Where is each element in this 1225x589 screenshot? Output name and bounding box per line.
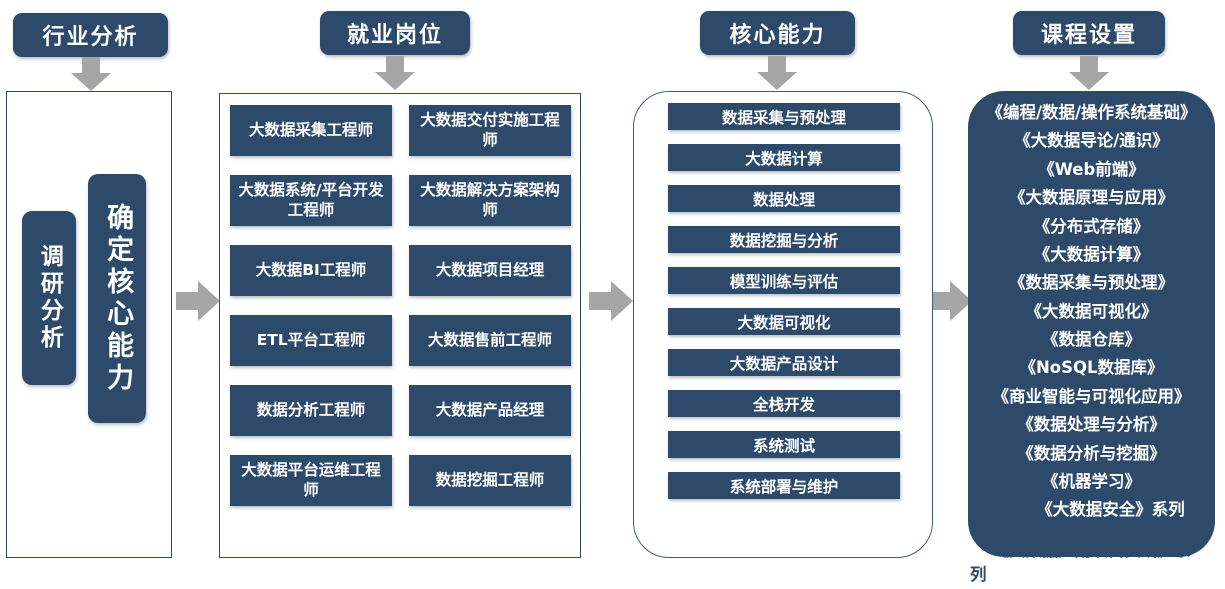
- course-item[interactable]: 《大数据安全》系列: [1036, 500, 1185, 520]
- arrow-down-icon: [71, 57, 111, 91]
- course-item[interactable]: 《数据分析与挖掘》: [1017, 443, 1166, 463]
- vertical-block-determine-core-ability[interactable]: 确定核心能力: [88, 174, 146, 423]
- arrow-right-icon: [589, 281, 633, 321]
- ability-bar[interactable]: 数据处理: [668, 185, 900, 212]
- course-item[interactable]: 《数据采集与预处理》: [1009, 273, 1174, 293]
- job-card[interactable]: 大数据售前工程师: [409, 315, 571, 366]
- header-pill-employment-positions[interactable]: 就业岗位: [320, 11, 470, 55]
- vertical-block-research-analysis[interactable]: 调研分析: [22, 211, 76, 385]
- ability-bar[interactable]: 数据挖掘与分析: [668, 226, 900, 253]
- flow-diagram-canvas: 行业分析 就业岗位 核心能力 课程设置 调研分析 确定核心能力 大数据采集工程师…: [6, 11, 1215, 584]
- core-ability-list: 数据采集与预处理 大数据计算 数据处理 数据挖掘与分析 模型训练与评估 大数据可…: [668, 103, 900, 499]
- course-item[interactable]: 《NoSQL数据库》: [1019, 358, 1164, 378]
- ability-bar[interactable]: 系统部署与维护: [668, 472, 900, 499]
- job-card[interactable]: 数据分析工程师: [230, 385, 392, 436]
- header-pill-industry-analysis[interactable]: 行业分析: [13, 13, 168, 57]
- course-item[interactable]: 《分布式存储》: [1033, 216, 1150, 236]
- course-item[interactable]: 《Web前端》: [1038, 159, 1145, 179]
- course-item[interactable]: 《机器学习》: [1042, 471, 1141, 491]
- ability-bar[interactable]: 模型训练与评估: [668, 267, 900, 294]
- ability-bar[interactable]: 数据采集与预处理: [668, 103, 900, 130]
- ability-bar[interactable]: 系统测试: [668, 431, 900, 458]
- course-item[interactable]: 《数据仓库》: [1042, 330, 1141, 349]
- job-card[interactable]: ETL平台工程师: [230, 315, 392, 366]
- ability-bar[interactable]: 全栈开发: [668, 390, 900, 417]
- header-pill-curriculum[interactable]: 课程设置: [1013, 11, 1165, 55]
- job-position-grid: 大数据采集工程师 大数据交付实施工程师 大数据系统/平台开发工程师 大数据解决方…: [230, 105, 571, 506]
- arrow-right-icon: [928, 281, 972, 321]
- course-item[interactable]: 《大数据原理与应用》: [1009, 188, 1174, 208]
- job-card[interactable]: 大数据BI工程师: [230, 245, 392, 296]
- job-card[interactable]: 大数据采集工程师: [230, 105, 392, 156]
- course-item[interactable]: 《商业智能与可视化应用》: [992, 386, 1191, 406]
- ability-bar[interactable]: 大数据可视化: [668, 308, 900, 335]
- job-card[interactable]: 大数据交付实施工程师: [409, 105, 571, 156]
- arrow-down-icon: [757, 56, 797, 90]
- job-card[interactable]: 大数据解决方案架构师: [409, 175, 571, 226]
- header-pill-core-abilities[interactable]: 核心能力: [700, 11, 855, 55]
- course-item[interactable]: 《编程/数据/操作系统基础》: [986, 103, 1197, 122]
- course-list: 《编程/数据/操作系统基础》 《大数据导论/通识》 《Web前端》 《大数据原理…: [968, 99, 1215, 584]
- course-item[interactable]: 《大数据计算》: [1033, 244, 1150, 264]
- job-card[interactable]: 数据挖掘工程师: [409, 455, 571, 506]
- course-item[interactable]: 《大数据导论/通识》: [1014, 131, 1169, 151]
- job-card[interactable]: 大数据项目经理: [409, 245, 571, 296]
- course-item-overflow-tail[interactable]: 列: [970, 565, 987, 584]
- ability-bar[interactable]: 大数据计算: [668, 144, 900, 171]
- ability-bar[interactable]: 大数据产品设计: [668, 349, 900, 376]
- job-card[interactable]: 大数据产品经理: [409, 385, 571, 436]
- course-item[interactable]: 《数据处理与分析》: [1017, 415, 1166, 435]
- panel-curriculum: [968, 91, 1215, 557]
- arrow-down-icon: [375, 56, 415, 90]
- arrow-down-icon: [1069, 56, 1109, 90]
- course-item-overflow[interactable]: 《大数据应用项目实践》系: [992, 541, 1191, 560]
- course-item[interactable]: 《大数据可视化》: [1025, 301, 1158, 321]
- arrow-right-icon: [176, 281, 220, 321]
- job-card[interactable]: 大数据平台运维工程师: [230, 455, 392, 506]
- job-card[interactable]: 大数据系统/平台开发工程师: [230, 175, 392, 226]
